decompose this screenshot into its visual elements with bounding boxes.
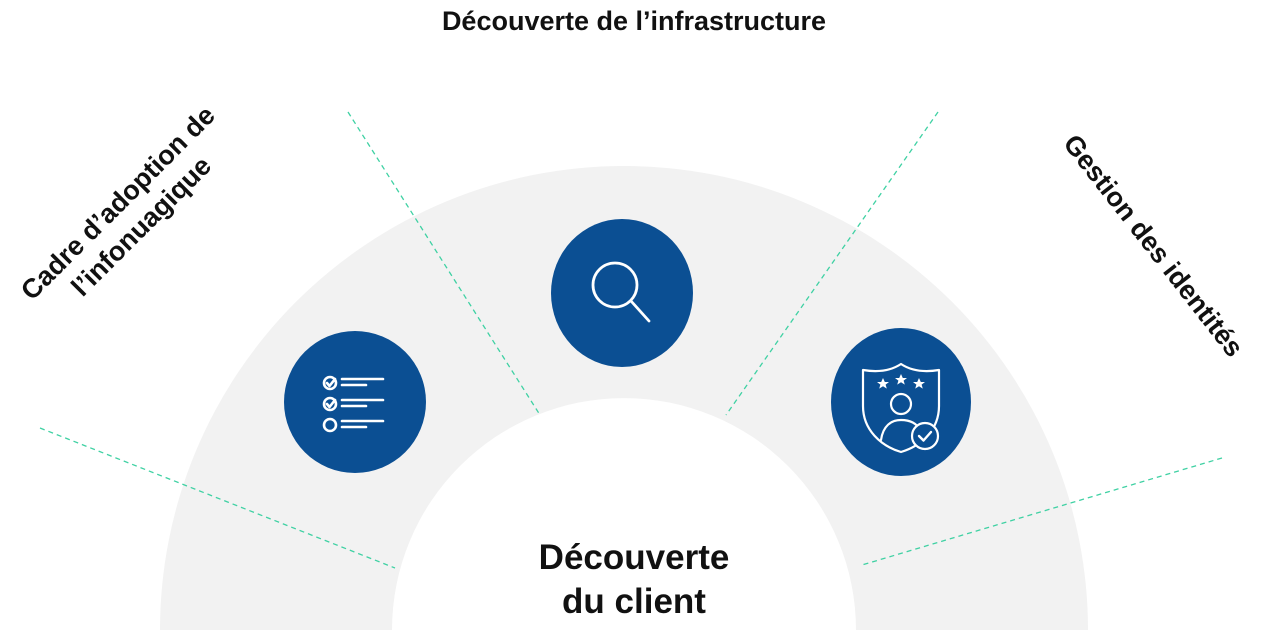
divider-line-right-high [725, 111, 939, 416]
arc-band [160, 166, 1088, 630]
search-icon [591, 261, 651, 323]
divider-line-left-high [347, 111, 541, 416]
checklist-icon [322, 375, 385, 433]
search-circle [551, 219, 693, 367]
shield-user-icon [861, 362, 941, 454]
checklist-circle [284, 331, 426, 473]
center-label-line2: du client [562, 582, 706, 621]
center-label-line1: Découverte [538, 538, 730, 577]
divider-line-left-low [39, 427, 396, 569]
diagram-title: Découverte de l’infrastructure [441, 6, 827, 36]
center-label: Découverte du client [484, 536, 784, 624]
shield-user-circle [831, 328, 971, 476]
